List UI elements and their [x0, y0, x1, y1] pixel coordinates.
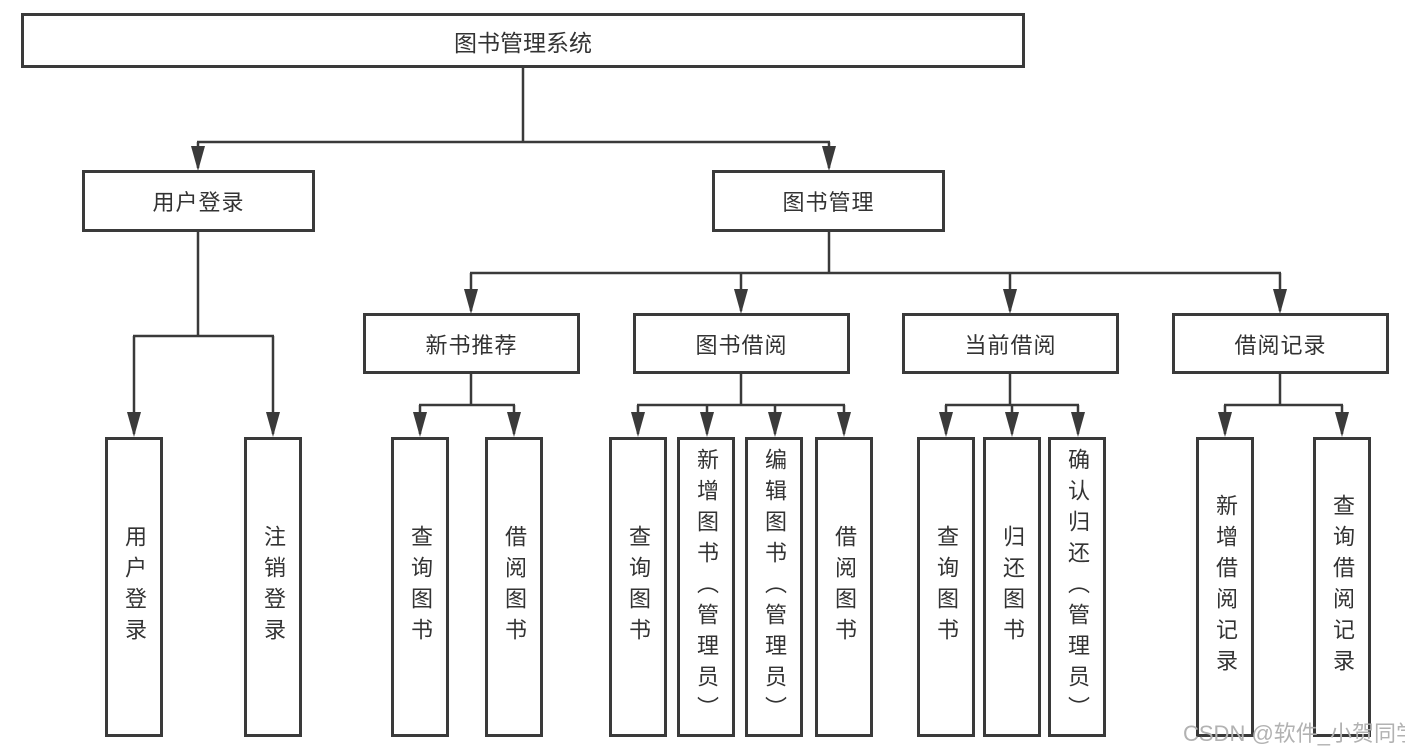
node-borrowing-records: 借阅记录 [1172, 313, 1389, 374]
node-label: 借阅图书 [502, 525, 527, 649]
leaf-borrow-books: 借阅图书 [815, 437, 873, 737]
node-label: 图书借阅 [695, 332, 788, 358]
node-label: 用户登录 [122, 525, 147, 649]
leaf-add-books-admin: 新增图书（管理员） [677, 437, 735, 737]
arrowheads [127, 146, 1349, 437]
leaf-return-books: 归还图书 [983, 437, 1041, 737]
node-current-borrowing: 当前借阅 [902, 313, 1119, 374]
node-label: 新增借阅记录 [1213, 494, 1238, 680]
node-label: 确认归还（管理员） [1065, 447, 1090, 727]
node-label: 图书管理 [782, 190, 875, 215]
leaf-logout-login: 注销登录 [244, 437, 302, 737]
node-label: 归还图书 [1000, 525, 1025, 649]
node-label: 借阅记录 [1234, 332, 1327, 358]
watermark: CSDN @软件_小贺同学 [1183, 721, 1405, 746]
leaf-borrow-books-recommend: 借阅图书 [485, 437, 543, 737]
node-label: 查询图书 [408, 525, 433, 649]
leaf-query-borrow-record: 查询借阅记录 [1313, 437, 1371, 737]
node-label: 编辑图书（管理员） [762, 447, 787, 727]
leaf-query-books-borrow: 查询图书 [609, 437, 667, 737]
leaf-query-books-current: 查询图书 [917, 437, 975, 737]
leaf-user-login: 用户登录 [105, 437, 163, 737]
node-label: 查询图书 [934, 525, 959, 649]
node-label: 借阅图书 [832, 525, 857, 649]
connector-lines [132, 68, 1344, 434]
node-label: 新增图书（管理员） [694, 447, 719, 727]
node-label: 用户登录 [152, 190, 245, 215]
node-new-book-recommendation: 新书推荐 [363, 313, 580, 374]
node-user-login: 用户登录 [82, 170, 315, 232]
node-book-management: 图书管理 [712, 170, 945, 232]
node-label: 图书管理系统 [454, 29, 592, 56]
node-book-borrowing: 图书借阅 [633, 313, 850, 374]
leaf-confirm-return-admin: 确认归还（管理员） [1048, 437, 1106, 737]
node-label: 当前借阅 [964, 332, 1057, 358]
node-label: 查询借阅记录 [1330, 494, 1355, 680]
node-label: 注销登录 [261, 525, 286, 649]
leaf-edit-books-admin: 编辑图书（管理员） [745, 437, 803, 737]
leaf-query-books-recommend: 查询图书 [391, 437, 449, 737]
node-label: 查询图书 [626, 525, 651, 649]
node-label: 新书推荐 [425, 332, 518, 358]
leaf-add-borrow-record: 新增借阅记录 [1196, 437, 1254, 737]
node-library-management-system: 图书管理系统 [21, 13, 1025, 68]
